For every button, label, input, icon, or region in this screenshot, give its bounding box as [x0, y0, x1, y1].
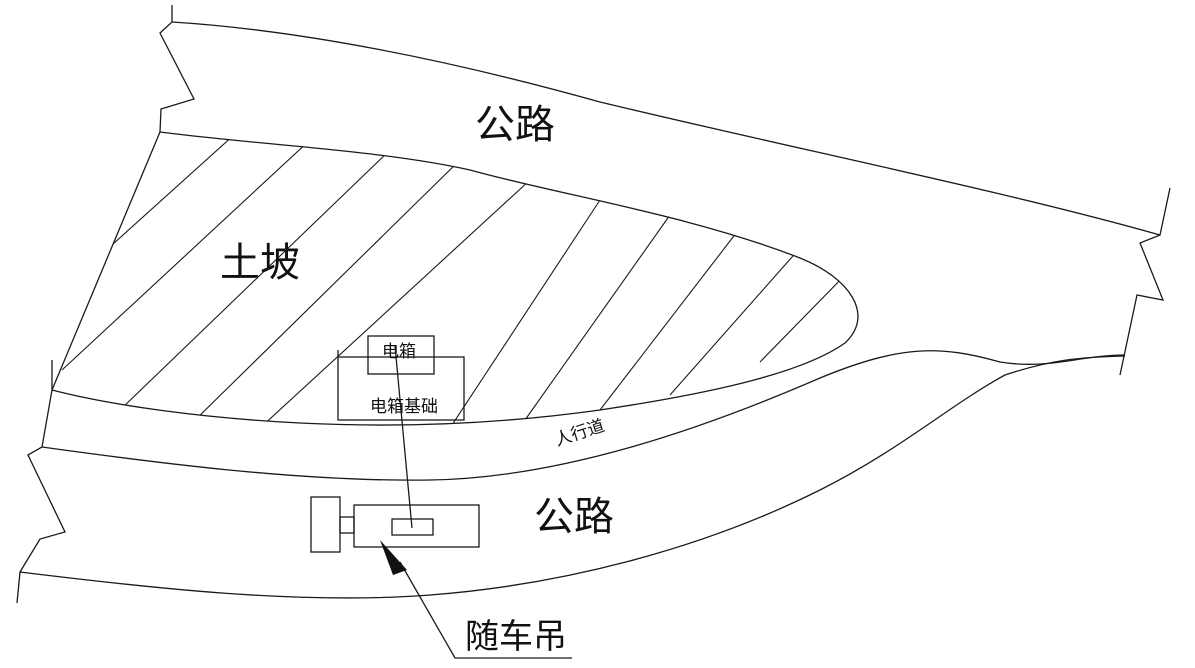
- box-foundation: [337, 356, 465, 421]
- crane-cable: [394, 345, 413, 529]
- lower-road-bottom-edge: [19, 355, 1126, 599]
- lower-road-left-break-line: [16, 360, 66, 604]
- upper-road-top-edge: [171, 21, 1161, 236]
- lower-road: [16, 350, 1126, 604]
- electric-box-group: [337, 335, 465, 421]
- crane-leader-line: [399, 561, 572, 659]
- slope-area: [51, 131, 859, 426]
- crane-boom-base: [391, 518, 434, 536]
- upper-road-left-break-line: [159, 5, 195, 133]
- label-road-lower: 公路: [534, 494, 614, 540]
- label-electric-box: 电箱: [382, 342, 416, 362]
- crane-leader-arrowhead: [380, 540, 407, 575]
- upper-road: [159, 5, 1171, 376]
- crane-coupler: [339, 516, 355, 534]
- sidewalk-outer-edge: [41, 350, 1126, 481]
- crane-body: [353, 504, 480, 548]
- slope-hatching: [61, 132, 851, 426]
- label-truck-crane: 随车吊: [465, 617, 567, 657]
- label-box-foundation: 电箱基础: [370, 397, 438, 417]
- label-sidewalk: 人行道: [552, 416, 607, 451]
- truck-crane-group: [310, 345, 572, 659]
- crane-cab: [310, 496, 341, 553]
- electric-box: [367, 335, 435, 375]
- slope-left-edge: [51, 131, 161, 391]
- label-road-upper: 公路: [475, 102, 555, 148]
- slope-outline: [51, 131, 859, 426]
- upper-road-right-break-line: [1119, 187, 1171, 376]
- label-slope: 土坡: [220, 240, 300, 286]
